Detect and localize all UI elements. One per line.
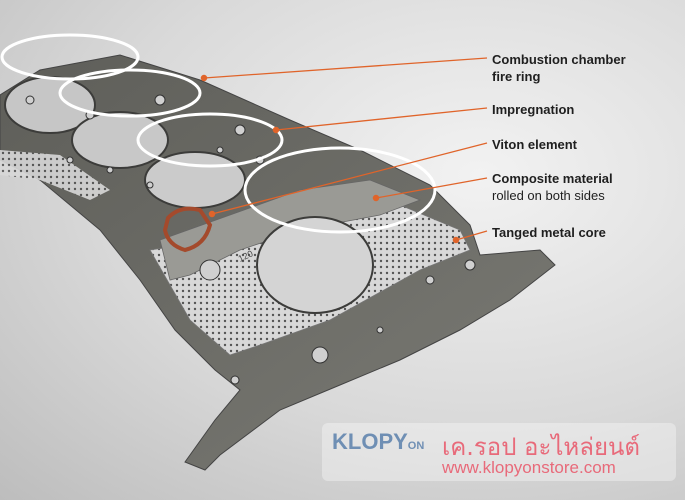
watermark: KLOPYON เค.รอป อะไหล่ยนต์ www.klopyonsto… bbox=[322, 423, 676, 481]
callout-composite-line1: Composite material bbox=[492, 171, 613, 186]
watermark-url: www.klopyonstore.com bbox=[442, 458, 616, 477]
callout-fire-ring: Combustion chamber fire ring bbox=[492, 51, 626, 85]
callout-composite: Composite material rolled on both sides bbox=[492, 170, 613, 204]
callout-viton: Viton element bbox=[492, 136, 577, 153]
metal-core-left bbox=[0, 150, 110, 200]
bore-3 bbox=[144, 151, 246, 209]
bore-2 bbox=[71, 111, 169, 169]
callout-metal-core-text: Tanged metal core bbox=[492, 225, 606, 240]
callout-metal-core: Tanged metal core bbox=[492, 224, 606, 241]
fire-ring-4 bbox=[243, 146, 437, 234]
callout-fire-ring-line1: Combustion chamber bbox=[492, 52, 626, 67]
fire-ring-1 bbox=[0, 33, 140, 81]
watermark-logo-tail: ON bbox=[407, 440, 425, 452]
callout-composite-line2: rolled on both sides bbox=[492, 188, 605, 203]
fire-rings bbox=[0, 33, 437, 234]
leader-lines bbox=[200, 57, 488, 244]
watermark-logo-main: KLOPY bbox=[332, 429, 408, 454]
callout-impregnation-text: Impregnation bbox=[492, 102, 575, 117]
watermark-logo: KLOPYON bbox=[332, 429, 424, 455]
bore-4 bbox=[256, 216, 374, 314]
fire-ring-2 bbox=[58, 68, 202, 118]
callout-viton-text: Viton element bbox=[492, 137, 578, 152]
callout-impregnation: Impregnation bbox=[492, 101, 574, 118]
watermark-thai-name: เค.รอป อะไหล่ยนต์ bbox=[442, 433, 641, 461]
fire-ring-3 bbox=[136, 112, 284, 168]
callout-fire-ring-line2: fire ring bbox=[492, 69, 541, 84]
viton-element bbox=[162, 206, 213, 253]
